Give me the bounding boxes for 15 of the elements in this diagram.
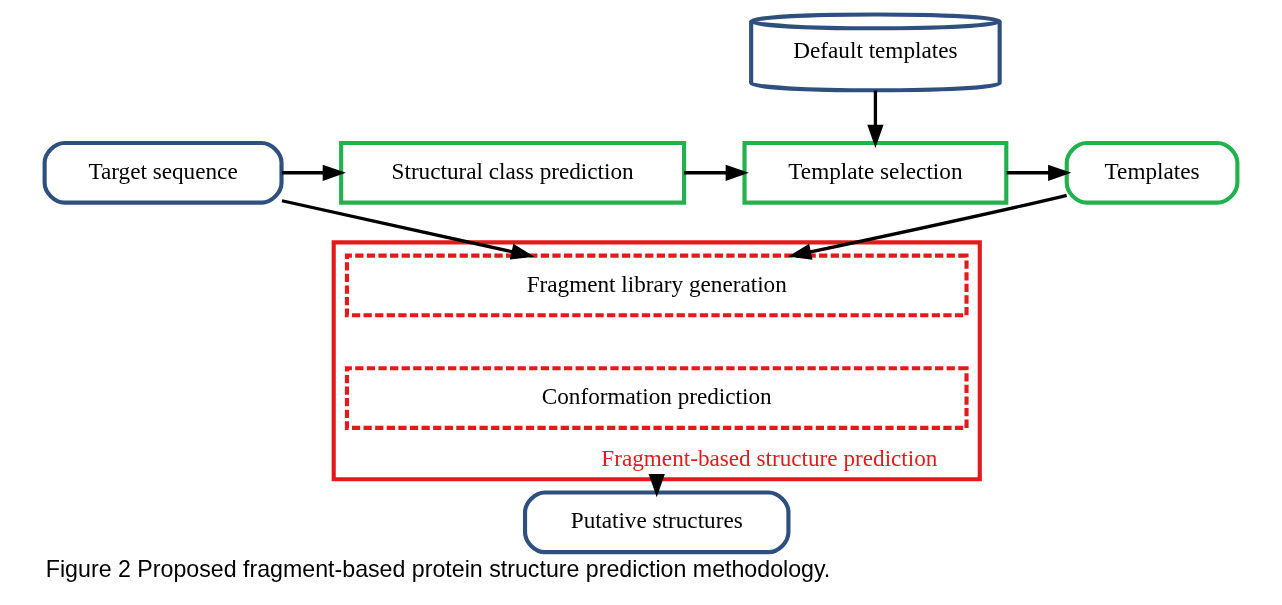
arrow xyxy=(684,164,749,181)
arrow xyxy=(867,90,884,148)
node-box: Conformation prediction xyxy=(344,366,969,430)
node-box: Putative structures xyxy=(522,490,791,555)
caption: Figure 2 Proposed fragment-based protein structure prediction methodology. xyxy=(45,556,831,583)
arrow xyxy=(281,199,535,260)
node-box: Templates xyxy=(1064,140,1240,205)
node-box: Structural class prediction xyxy=(339,140,687,205)
arrow xyxy=(1006,164,1072,181)
arrow xyxy=(648,473,665,498)
node-box: Fragment library generation xyxy=(344,253,969,318)
node-box: Target sequence xyxy=(42,140,284,205)
arrow xyxy=(281,164,346,181)
node-box: Template selection xyxy=(742,140,1009,205)
arrow xyxy=(788,193,1067,260)
